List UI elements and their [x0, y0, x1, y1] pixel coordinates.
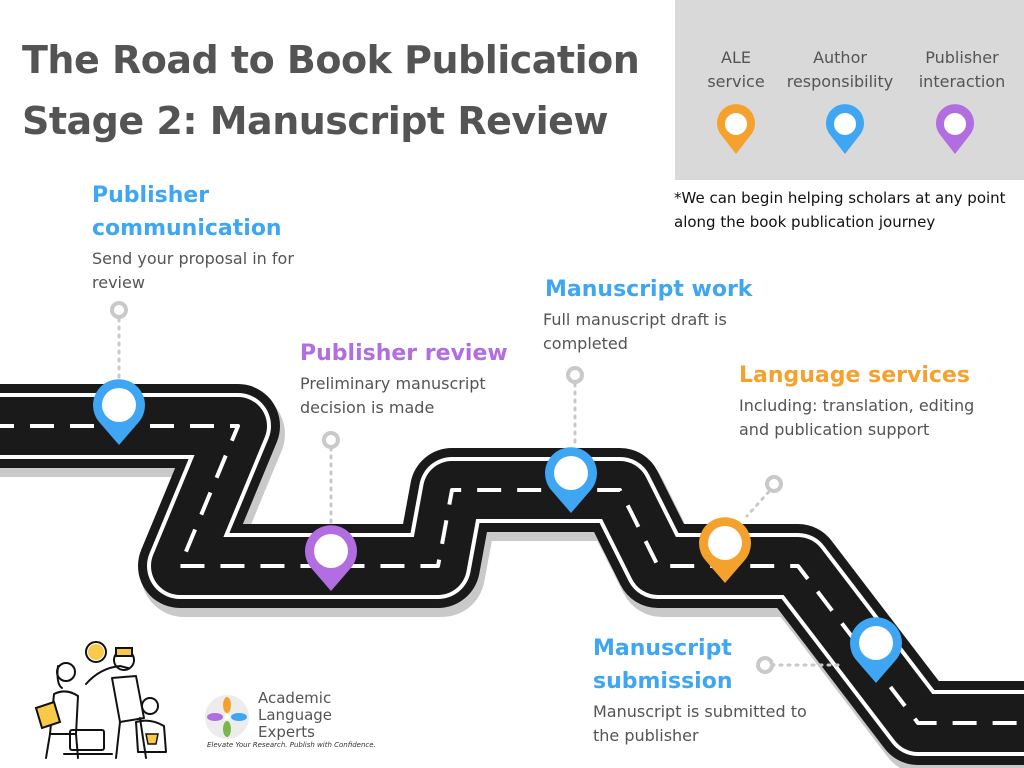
blue-pin-icon	[93, 379, 145, 445]
page-subtitle: Stage 2: Manuscript Review	[22, 99, 609, 143]
stage-publisher-communication: Publisher communication Send your propos…	[92, 179, 337, 295]
legend-label-ale: ALE service	[707, 48, 765, 91]
stage-manuscript-work: Manuscript work Full manuscript draft is…	[543, 273, 778, 356]
stage-description: Including: translation, editing and publ…	[739, 396, 975, 439]
legend-item-ale: ALE service	[676, 46, 796, 94]
blue-pin-icon	[545, 447, 597, 513]
road-centre-dashes	[0, 424, 1024, 725]
purple-pin-icon	[305, 525, 357, 591]
orange-pin-icon	[699, 517, 751, 583]
stage-publisher-review: Publisher review Preliminary manuscript …	[300, 337, 530, 420]
stage-description: Manuscript is submitted to the publisher	[593, 702, 807, 745]
page-title: The Road to Book Publication	[22, 38, 640, 82]
logo-icon	[205, 695, 249, 739]
stage-description: Preliminary manuscript decision is made	[300, 374, 486, 417]
logo-name: Academic Language Experts	[258, 689, 333, 741]
stage-title: Publisher communication	[92, 183, 282, 241]
blue-pin-icon	[850, 617, 902, 683]
stage-title: Manuscript work	[545, 277, 753, 302]
stage-title: Manuscript submission	[593, 636, 733, 694]
stage-manuscript-submission: Manuscript submission Manuscript is subm…	[593, 632, 823, 748]
legend-label-author: Author responsibility	[786, 48, 894, 91]
journey-note: *We can begin helping scholars at any po…	[674, 189, 1006, 231]
stage-description: Send your proposal in for review	[92, 249, 294, 292]
blue-pin-icon	[826, 104, 864, 154]
stage-title: Language services	[739, 363, 970, 388]
legend-panel: ALE service Author responsibility Publis…	[675, 0, 1024, 180]
stage-language-services: Language services Including: translation…	[739, 359, 999, 442]
dot-manuscript-work	[566, 366, 584, 384]
dot-language-services	[765, 475, 783, 493]
logo-tagline: Elevate Your Research. Publish with Conf…	[207, 741, 376, 749]
dot-manuscript-submission	[756, 656, 774, 674]
scholars-illustration	[34, 641, 167, 759]
legend-item-publisher: Publisher interaction	[902, 46, 1022, 94]
legend-label-publisher: Publisher interaction	[918, 48, 1006, 91]
dot-publisher-communication	[110, 301, 128, 319]
orange-pin-icon	[717, 104, 755, 154]
purple-pin-icon	[936, 104, 974, 154]
dot-publisher-review	[322, 431, 340, 449]
legend-item-author: Author responsibility	[780, 46, 900, 94]
stage-title: Publisher review	[300, 341, 508, 366]
stage-description: Full manuscript draft is completed	[543, 310, 727, 353]
